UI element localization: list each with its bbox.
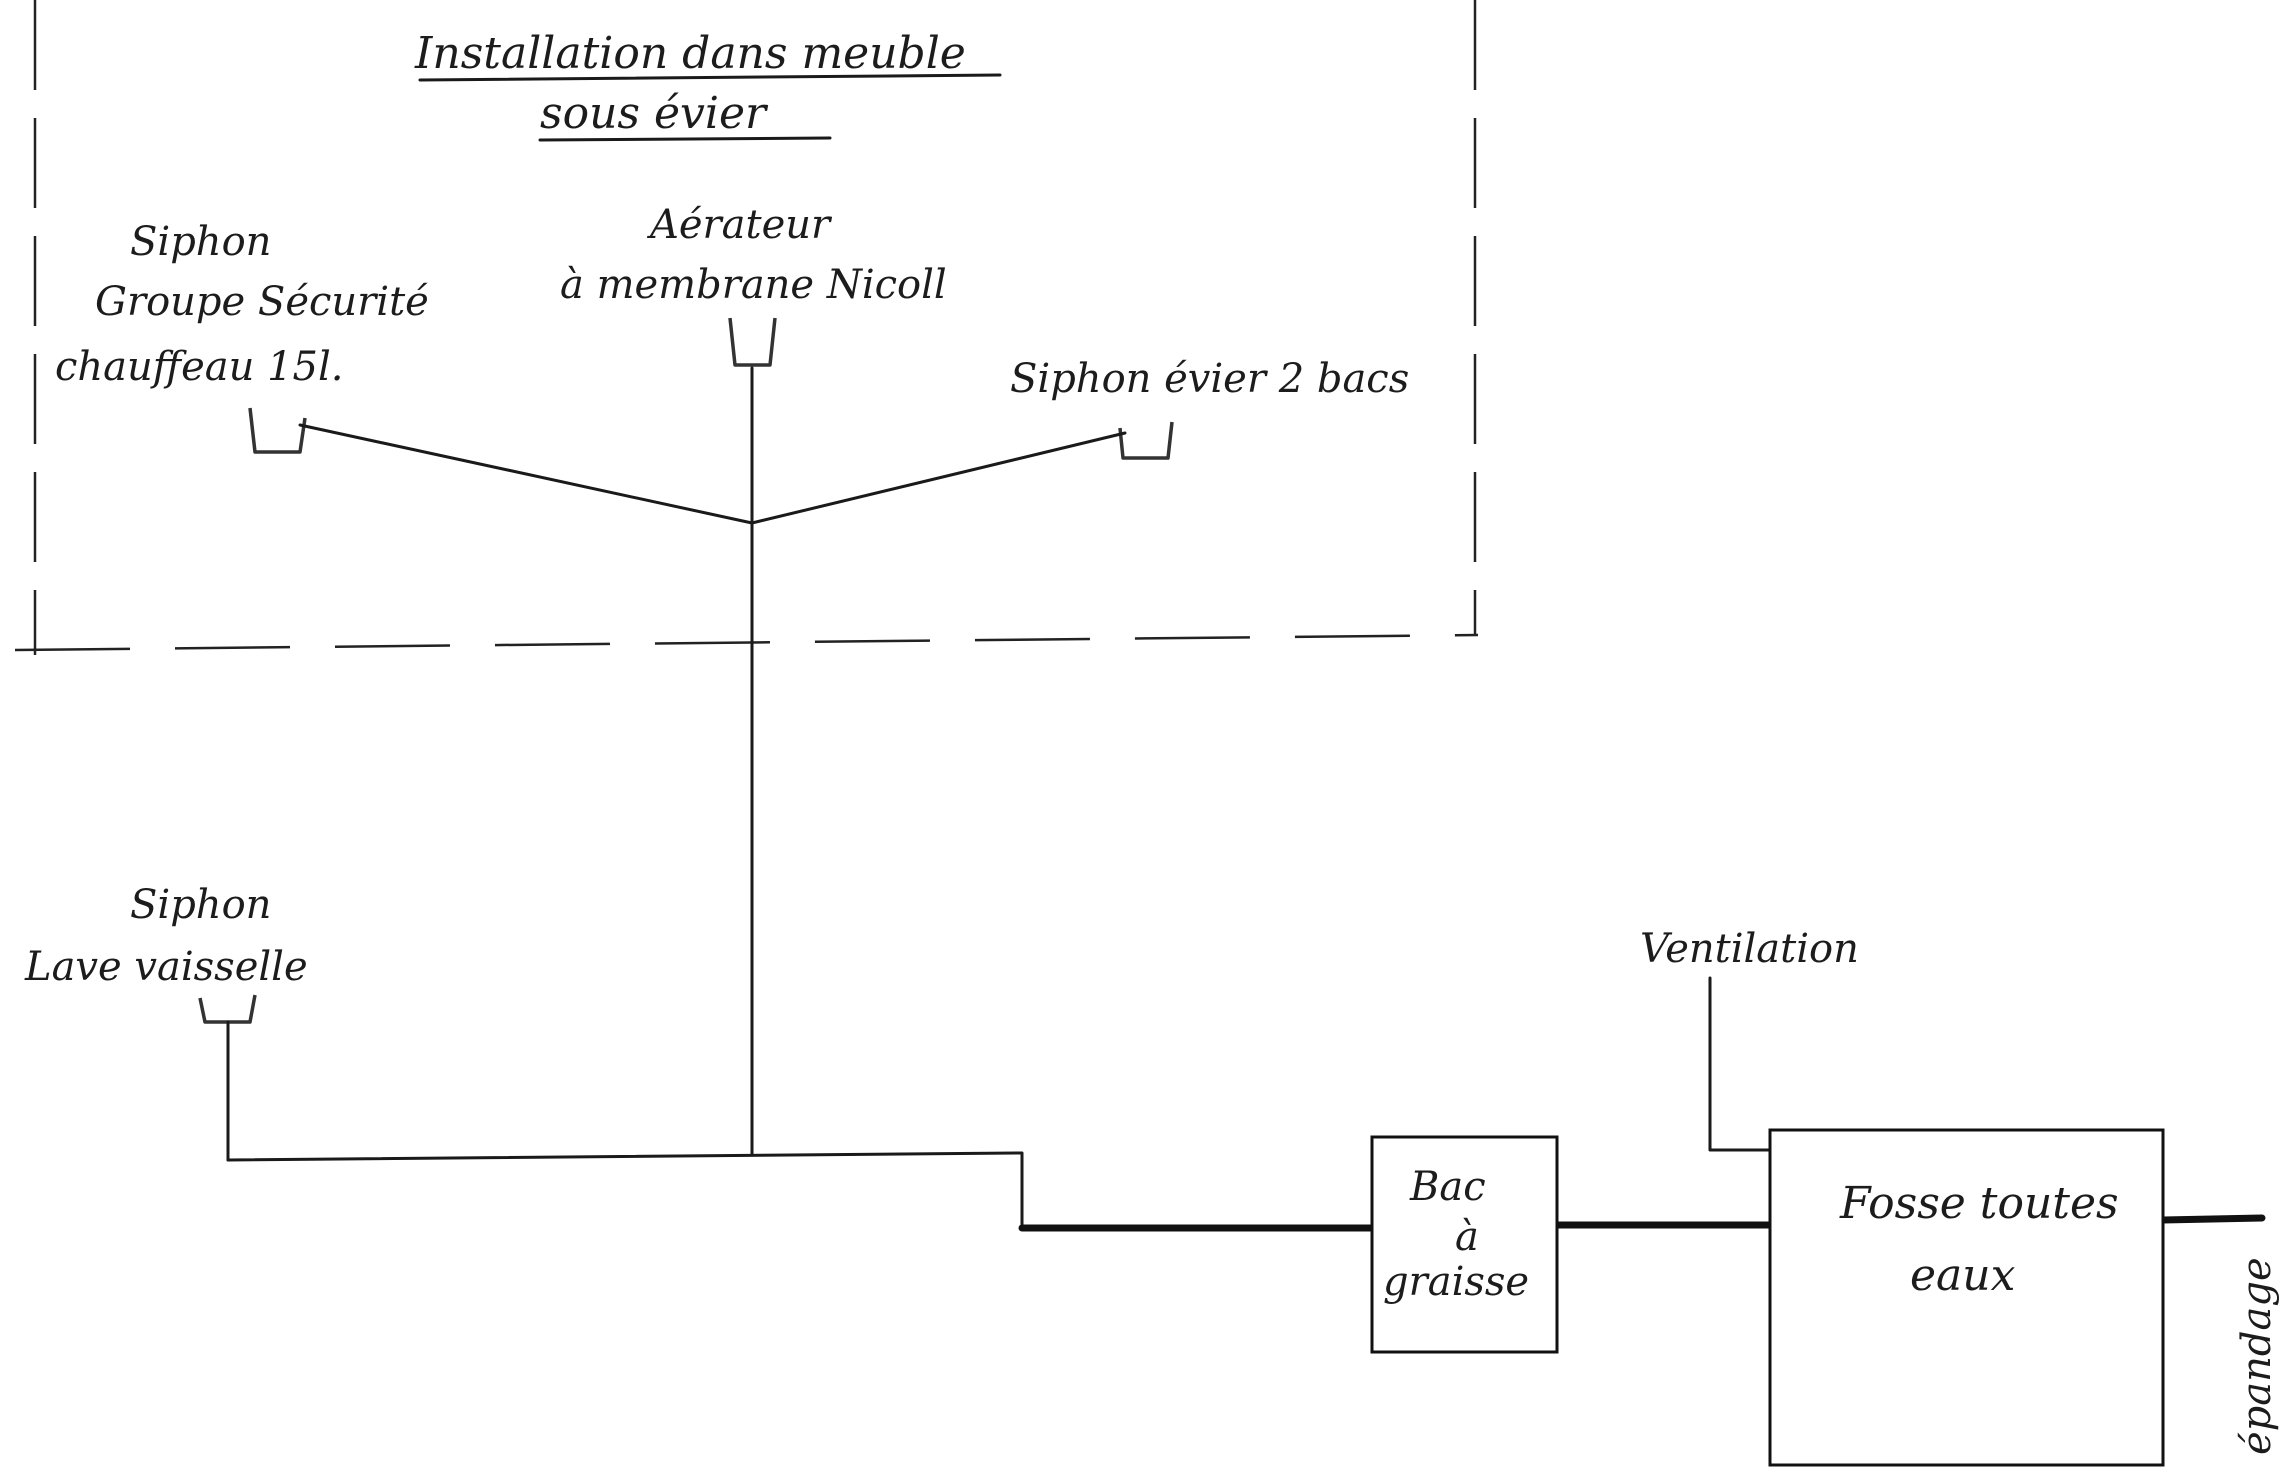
pipe-ventilation — [1708, 976, 1772, 1152]
bac-graisse-node: Bac à graisse — [1370, 1135, 1559, 1354]
label-aerateur: Aérateur à membrane Nicoll — [560, 202, 947, 308]
label-ventilation: Ventilation — [1640, 926, 1859, 972]
title-underline-1 — [418, 73, 1002, 82]
svg-text:Lave vaisselle: Lave vaisselle — [24, 944, 308, 990]
svg-text:chauffeau 15l.: chauffeau 15l. — [55, 344, 344, 390]
diagram-title: Installation dans meuble sous évier — [414, 28, 1002, 142]
pipe-chauffeau-to-stack — [298, 423, 754, 525]
bac-graisse-box — [1370, 1135, 1559, 1354]
label-siphon-chauffeau: Siphon Groupe Sécurité chauffeau 15l. — [55, 219, 429, 390]
title-line-1: Installation dans meuble — [414, 28, 966, 79]
svg-text:Bac: Bac — [1409, 1164, 1486, 1210]
siphon-lave-vaisselle-trap — [198, 994, 257, 1024]
fosse-box — [1768, 1128, 2165, 1467]
title-underline-2 — [538, 136, 832, 142]
svg-text:à membrane Nicoll: à membrane Nicoll — [560, 262, 947, 308]
pipe-epandage — [2159, 1214, 2266, 1224]
svg-text:Fosse toutes: Fosse toutes — [1839, 1178, 2119, 1229]
pipe-network — [226, 366, 2266, 1232]
aerateur-valve — [728, 317, 777, 367]
siphon-chauffeau-trap — [248, 407, 307, 454]
svg-text:eaux: eaux — [1910, 1250, 2016, 1301]
fosse-node: Fosse toutes eaux — [1768, 1128, 2165, 1467]
pipe-collector — [226, 1151, 1024, 1230]
label-siphon-lave-vaisselle: Siphon Lave vaisselle — [24, 882, 308, 990]
siphon-evier-trap — [1118, 421, 1174, 460]
label-epandage: épandage — [2234, 1257, 2280, 1455]
svg-text:Siphon: Siphon — [130, 882, 271, 928]
label-siphon-evier: Siphon évier 2 bacs — [1010, 356, 1409, 402]
title-line-2: sous évier — [540, 88, 769, 139]
cabinet-boundary — [14, 0, 1479, 655]
svg-text:à: à — [1455, 1214, 1479, 1260]
svg-text:Aérateur: Aérateur — [646, 202, 833, 248]
pipe-evier-to-stack — [750, 431, 1127, 525]
svg-text:Groupe Sécurité: Groupe Sécurité — [95, 279, 429, 325]
svg-text:Siphon: Siphon — [130, 219, 271, 265]
svg-text:graisse: graisse — [1383, 1259, 1529, 1305]
